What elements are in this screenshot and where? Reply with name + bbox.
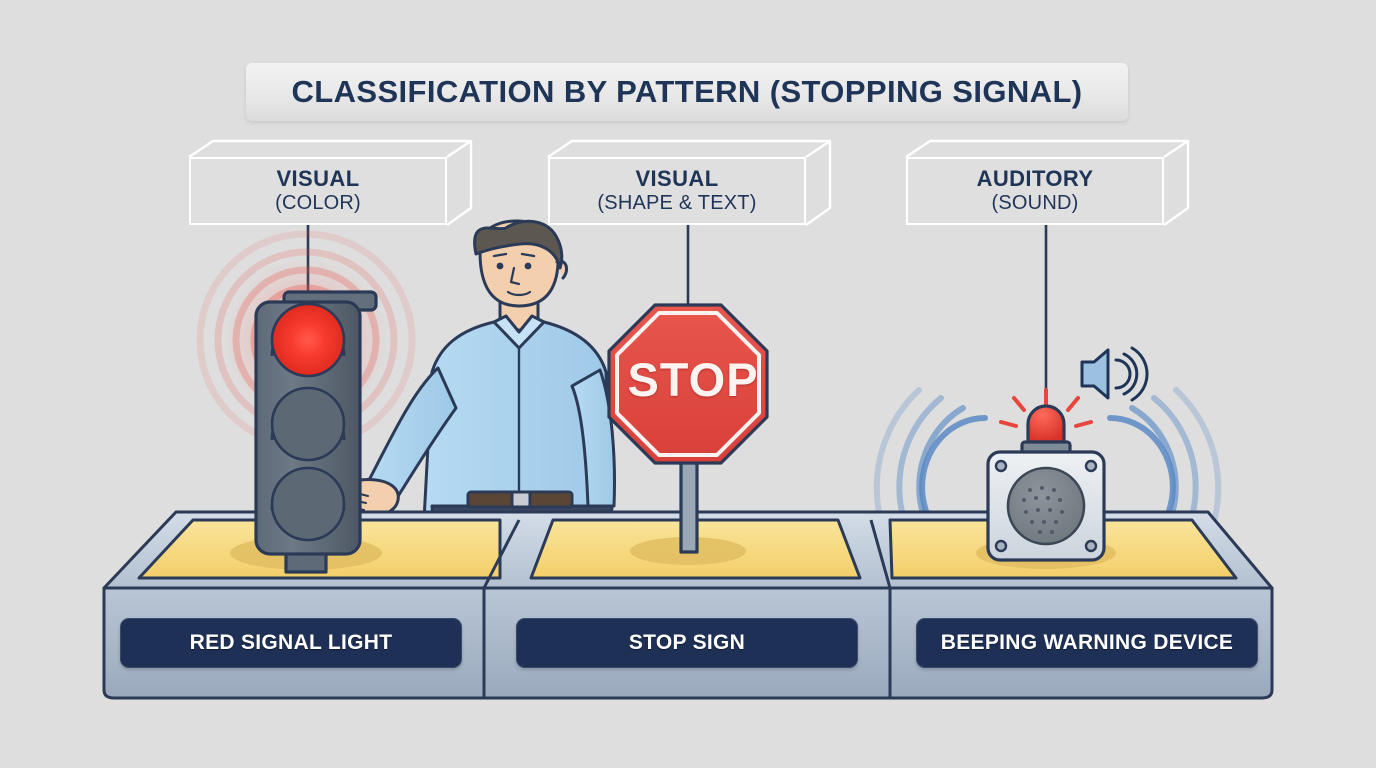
callout-line1: VISUAL bbox=[276, 166, 360, 192]
callout-label-2: VISUAL (SHAPE & TEXT) bbox=[548, 157, 806, 225]
green-lamp-off bbox=[270, 466, 346, 542]
caption-plate-beeping-warning-device: BEEPING WARNING DEVICE bbox=[916, 618, 1258, 668]
caption-text: STOP SIGN bbox=[628, 631, 746, 654]
callout-label-1: VISUAL (COLOR) bbox=[189, 157, 447, 225]
speaker-volume-icon bbox=[1080, 346, 1149, 402]
siren-speaker-icon bbox=[986, 388, 1106, 562]
callout-line1: VISUAL bbox=[635, 166, 719, 192]
caption-text: BEEPING WARNING DEVICE bbox=[940, 631, 1234, 654]
caption-plate-stop-sign: STOP SIGN bbox=[516, 618, 858, 668]
traffic-light-icon bbox=[254, 290, 378, 574]
beacon-lamp bbox=[1026, 404, 1066, 444]
callout-line2: (COLOR) bbox=[275, 192, 361, 215]
callout-auditory-sound: AUDITORY (SOUND) bbox=[906, 145, 1188, 237]
callout-line2: (SOUND) bbox=[991, 192, 1079, 215]
callout-box-face-2 bbox=[548, 157, 806, 225]
callout-box-face-1 bbox=[189, 157, 447, 225]
caption-plate-red-signal-light: RED SIGNAL LIGHT bbox=[120, 618, 462, 668]
callout-visual-shape-text: VISUAL (SHAPE & TEXT) bbox=[548, 145, 830, 237]
beacon-rays bbox=[999, 388, 1093, 428]
red-lamp bbox=[270, 302, 346, 378]
callout-box-edges bbox=[188, 139, 1190, 226]
stop-octagon bbox=[607, 303, 769, 465]
page-title-text: CLASSIFICATION BY PATTERN (STOPPING SIGN… bbox=[291, 74, 1083, 109]
callout-box-face-3 bbox=[906, 157, 1164, 225]
callout-visual-color: VISUAL (COLOR) bbox=[189, 145, 471, 237]
page-title: CLASSIFICATION BY PATTERN (STOPPING SIGN… bbox=[246, 63, 1128, 121]
caption-text: RED SIGNAL LIGHT bbox=[189, 631, 393, 654]
stop-sign-icon bbox=[607, 303, 769, 554]
callout-line1: AUDITORY bbox=[976, 166, 1094, 192]
callout-line2: (SHAPE & TEXT) bbox=[597, 192, 757, 215]
callout-label-3: AUDITORY (SOUND) bbox=[906, 157, 1164, 225]
speaker-grille bbox=[1006, 466, 1086, 546]
amber-lamp-off bbox=[270, 386, 346, 462]
